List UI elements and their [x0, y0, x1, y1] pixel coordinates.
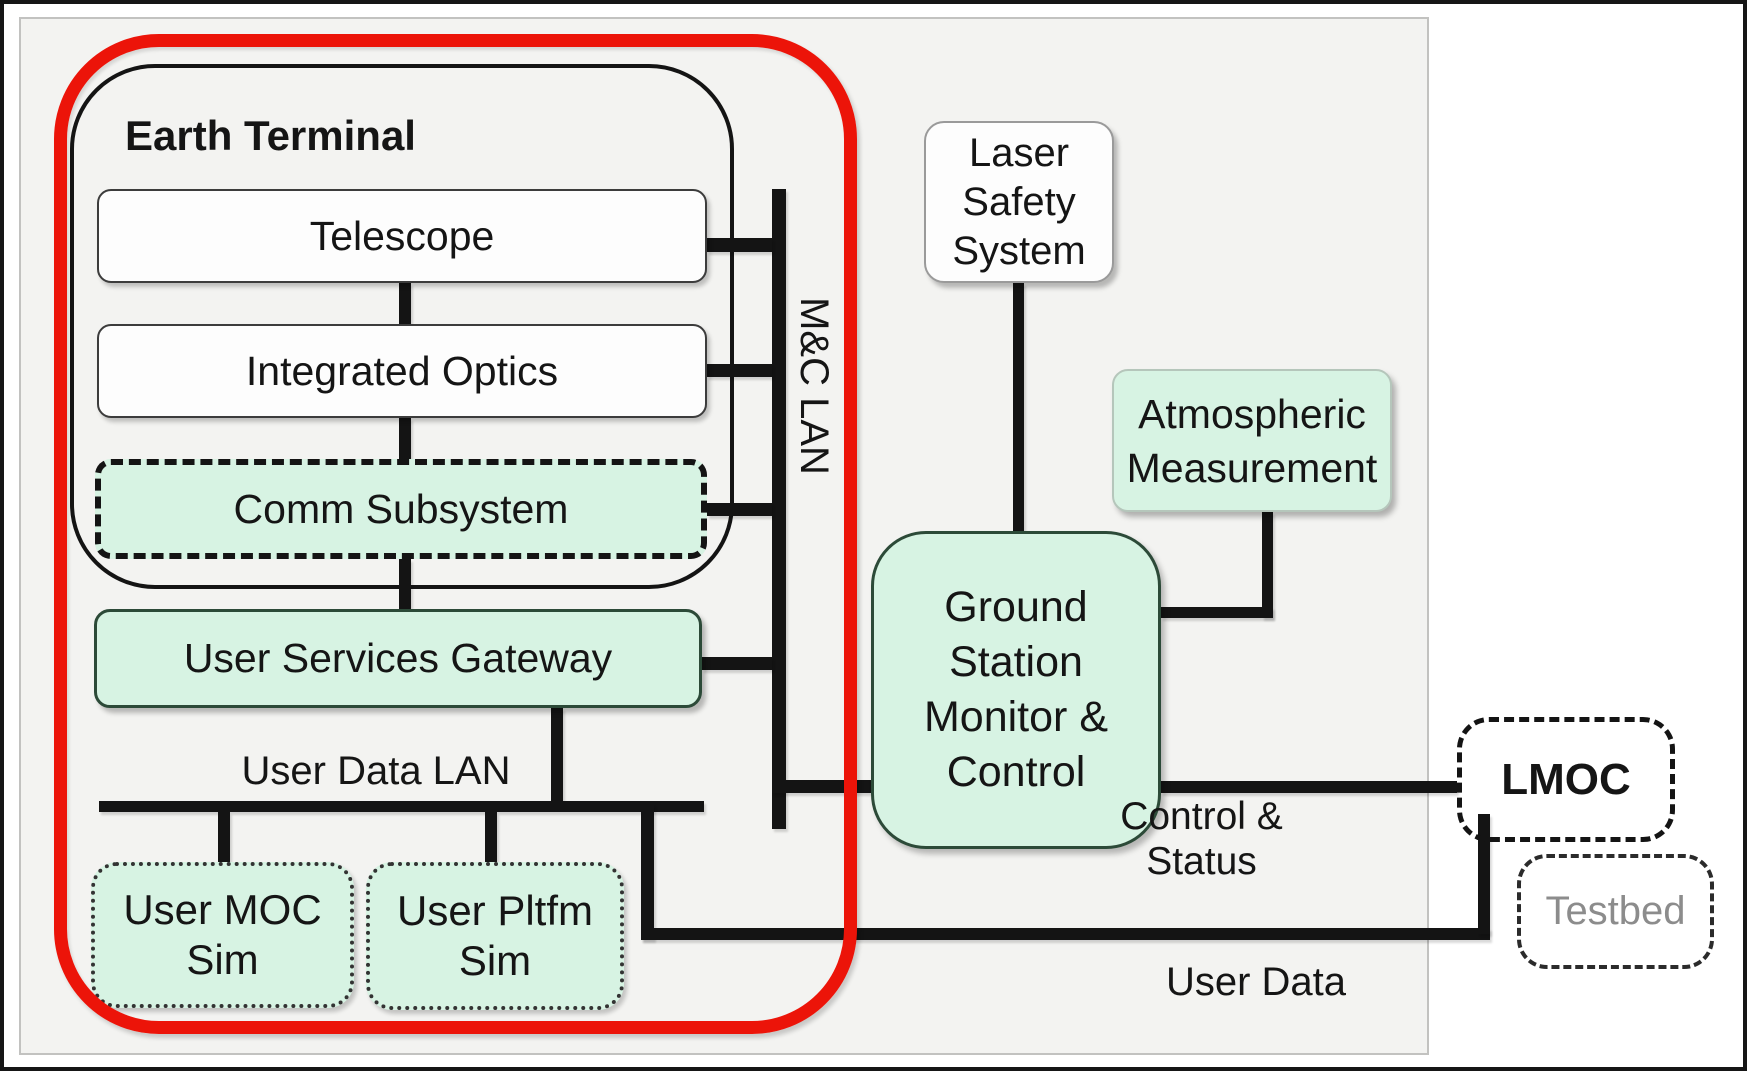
connector-lss-gsmc [1013, 283, 1024, 531]
node-laser-safety-system: Laser Safety System [924, 121, 1114, 283]
mc-lan-bus [772, 189, 786, 829]
control-status-line [1161, 781, 1457, 793]
connector-usg-userdatalan [551, 708, 563, 801]
user-moc-sim-label: User MOC Sim [123, 886, 322, 983]
connector-comm-usg [399, 559, 411, 609]
connector-atm-drop [1262, 512, 1273, 618]
integrated-optics-label: Integrated Optics [245, 347, 559, 394]
connector-lan-userdata-elbow [641, 804, 654, 940]
testbed-label: Testbed [1545, 889, 1686, 933]
system-boundary-red-outline [54, 34, 857, 1034]
connector-integrated-optics-mclan [707, 364, 772, 377]
node-integrated-optics: Integrated Optics [97, 324, 707, 418]
telescope-label: Telescope [309, 212, 495, 259]
connector-lan-userpltfmsim [485, 812, 497, 862]
connector-telescope-optics [399, 283, 411, 324]
node-testbed: Testbed [1517, 854, 1714, 969]
comm-subsystem-label: Comm Subsystem [233, 485, 569, 532]
node-telescope: Telescope [97, 189, 707, 283]
laser-safety-system-label: Laser Safety System [952, 130, 1086, 273]
connector-optics-comm [399, 418, 411, 459]
node-atmospheric-measurement: Atmospheric Measurement [1112, 369, 1392, 512]
connector-atm-gsmc [1161, 607, 1273, 618]
connector-telescope-mclan [707, 238, 772, 252]
connector-userdata-lmoc-riser [1478, 814, 1490, 934]
node-ground-station-monitor-control: Ground Station Monitor & Control [871, 531, 1161, 849]
node-user-pltfm-sim: User Pltfm Sim [366, 862, 624, 1010]
user-services-gateway-label: User Services Gateway [183, 635, 613, 681]
connector-usg-mclan [702, 657, 772, 670]
control-status-label: Control & Status [1120, 795, 1283, 883]
earth-terminal-title: Earth Terminal [125, 112, 416, 159]
user-data-label: User Data [1165, 960, 1347, 1004]
node-comm-subsystem: Comm Subsystem [95, 459, 707, 559]
ground-station-monitor-control-label: Ground Station Monitor & Control [923, 583, 1108, 796]
user-pltfm-sim-label: User Pltfm Sim [396, 887, 593, 984]
node-lmoc: LMOC [1457, 717, 1675, 842]
lmoc-label: LMOC [1501, 754, 1631, 804]
user-data-lan-bus [99, 801, 704, 812]
connector-lan-usermocsim [218, 812, 230, 862]
atmospheric-measurement-label: Atmospheric Measurement [1126, 390, 1378, 491]
connector-comm-mclan [707, 503, 772, 516]
user-data-lan-label: User Data LAN [241, 749, 511, 793]
node-user-services-gateway: User Services Gateway [94, 609, 702, 708]
